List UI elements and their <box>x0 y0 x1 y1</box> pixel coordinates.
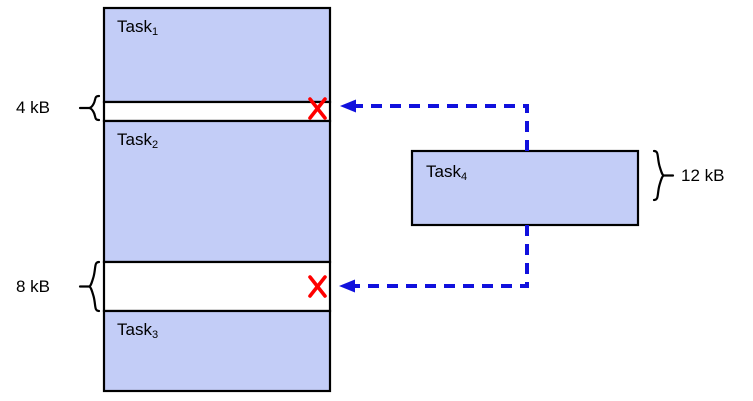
memory-block-task2 <box>102 119 332 264</box>
task4-label-text: Task <box>426 162 461 181</box>
incoming-block-task4 <box>410 149 640 227</box>
memory-hole-8kb <box>102 260 332 313</box>
reject-cross-8kb-icon <box>308 275 327 298</box>
reject-cross-4kb-icon <box>308 97 327 120</box>
arrow-task4-to-hole-8kb <box>339 225 529 293</box>
brace-8kb <box>87 260 101 313</box>
task2-label-sub: 2 <box>151 139 159 151</box>
memory-hole-4kb <box>102 100 332 123</box>
incoming-block-task4-label: Task4 <box>426 162 468 183</box>
task1-label-sub: 1 <box>151 26 159 38</box>
incoming-size-label: 12 kB <box>681 166 725 185</box>
hole-4kb-size-label: 4 kB <box>16 98 51 117</box>
memory-block-task3 <box>102 309 332 393</box>
memory-block-task3-label: Task3 <box>117 320 159 341</box>
memory-block-task1-label: Task1 <box>117 17 159 38</box>
task1-label-text: Task <box>117 17 152 36</box>
task4-label-sub: 4 <box>460 171 468 183</box>
brace-4kb <box>86 94 101 122</box>
task3-label-text: Task <box>117 320 152 339</box>
memory-block-task1 <box>102 6 332 104</box>
arrow-task4-to-hole-4kb <box>340 99 529 151</box>
task2-label-text: Task <box>117 130 152 149</box>
task3-label-sub: 3 <box>151 329 159 341</box>
memory-block-task2-label: Task2 <box>117 130 159 151</box>
hole-8kb-size-label: 8 kB <box>16 277 51 296</box>
brace-12kb <box>652 149 666 202</box>
